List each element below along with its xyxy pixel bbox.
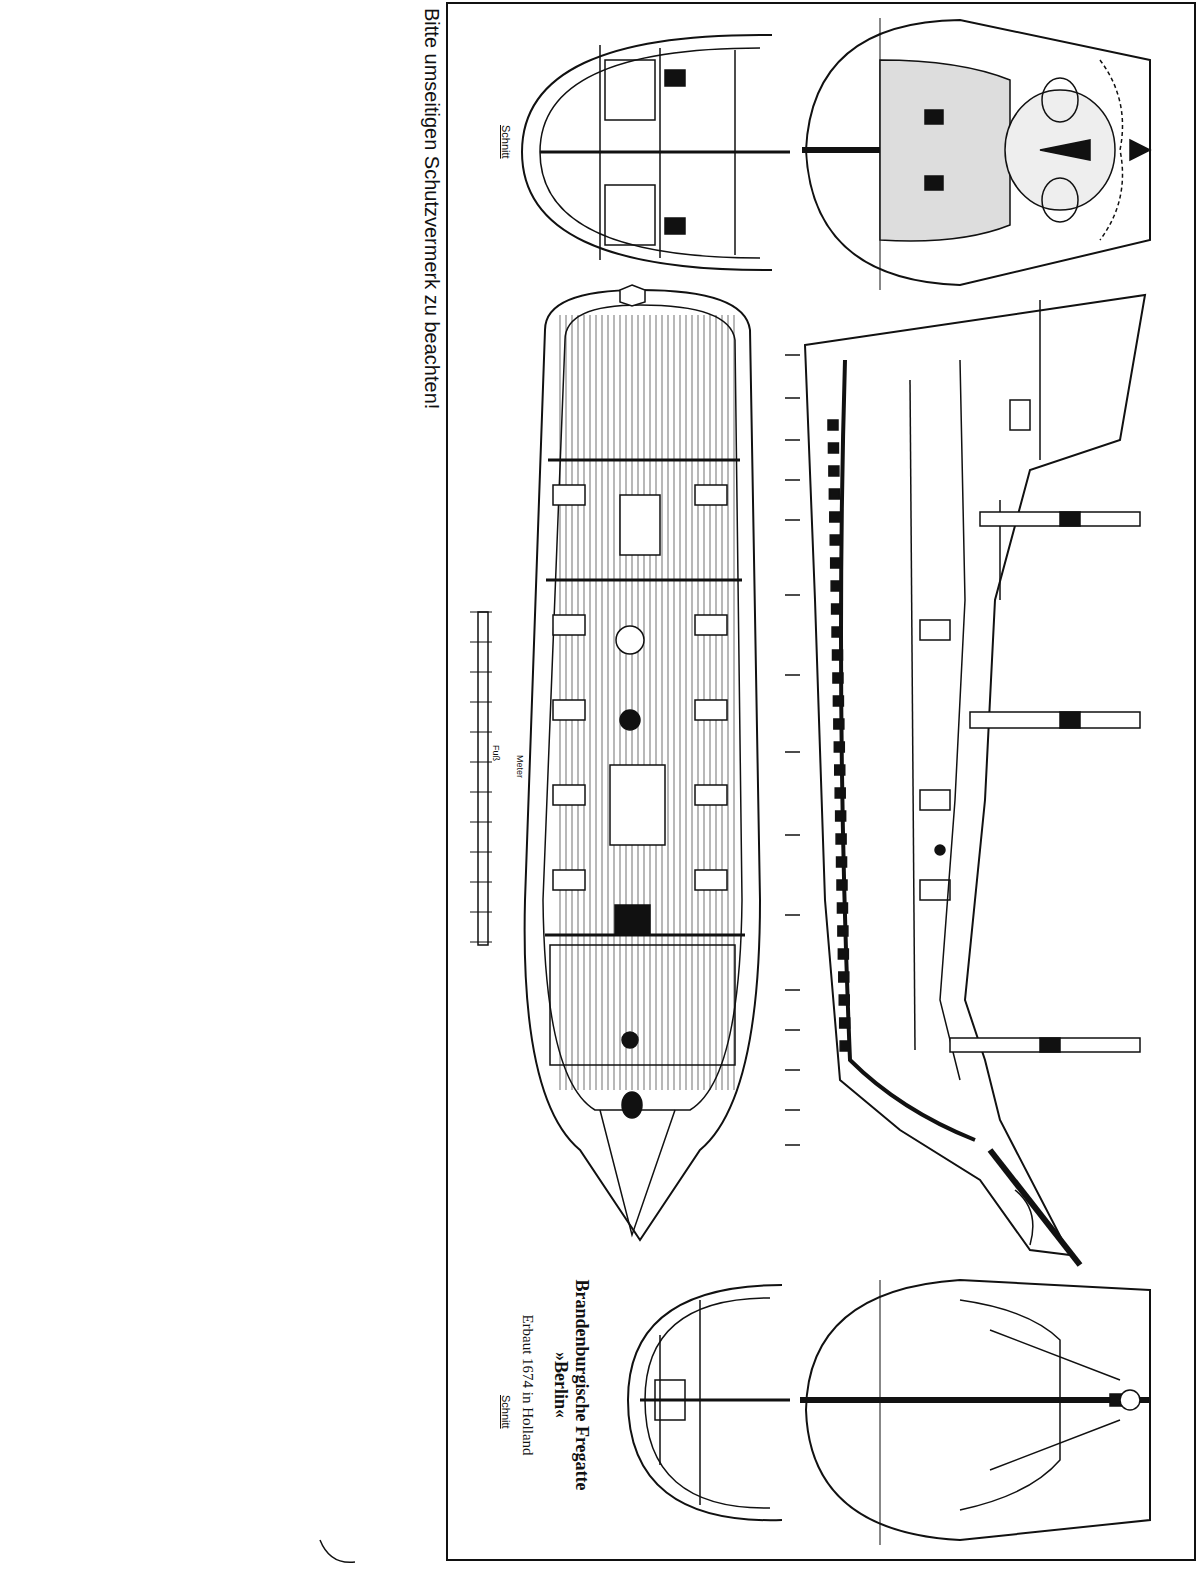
view-label: Fuß — [490, 745, 500, 761]
stern-section — [522, 35, 790, 270]
scale-bar — [470, 612, 492, 945]
build-note: Erbaut 1674 in Holland — [520, 1265, 537, 1505]
view-label: Schnitt — [500, 1395, 512, 1429]
profile-view — [805, 295, 1145, 1265]
deck-plan — [525, 285, 760, 1240]
ship-title: Brandenburgische Fregatte »Berlin« — [550, 1265, 592, 1505]
notice-text: Bitte umseitigen Schutzvermerk zu beacht… — [421, 8, 443, 409]
scan-mark — [320, 1540, 355, 1562]
gunports — [828, 420, 850, 1051]
view-label: Meter — [514, 755, 524, 778]
bow-section — [628, 1285, 790, 1520]
frame — [447, 3, 1195, 1560]
view-label: Schnitt — [500, 125, 512, 159]
stern-view — [802, 18, 1150, 290]
bow-view — [800, 1280, 1150, 1545]
cannons — [553, 485, 727, 890]
station-ticks — [785, 355, 800, 1145]
